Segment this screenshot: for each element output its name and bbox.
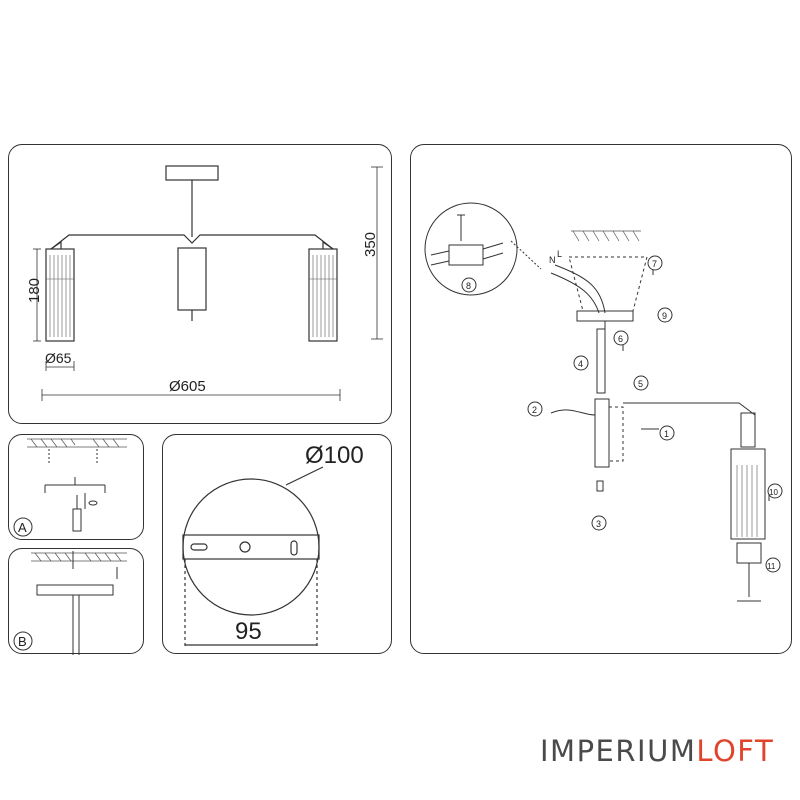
step-b-badge [13,631,33,651]
step-b-drawing: B [13,551,127,655]
step-a-label: A [18,520,27,535]
end-cap [596,480,604,492]
assembly-drawing: 8 N L 7 9 6 4 [424,202,783,602]
span-diameter-label: Ø605 [169,378,206,395]
brand-part1: IMPERIUM [540,734,697,768]
step-7-label: 7 [652,259,657,269]
brand-logo: IMPERIUMLOFT [540,734,774,768]
step-1-label: 1 [664,429,669,439]
height-total-label: 350 [362,232,379,257]
step-10-label: 10 [769,488,778,497]
wire-n [550,272,600,314]
left-shade [45,248,75,342]
plate-panel: Ø100 95 [162,434,392,654]
wire-n-label: N [549,255,556,265]
socket [740,412,756,448]
shade-ring [736,542,762,564]
assembly-panel: 8 N L 7 9 6 4 [410,144,792,654]
canopy-outline [568,256,648,312]
arm [623,402,756,416]
chandelier-dimensions-drawing: 350 180 Ø65 Ø605 [26,165,383,401]
height-shade-label: 180 [26,278,43,303]
center-body [594,398,610,468]
step-a-drawing: A [13,438,127,537]
step-b-panel: B [8,548,144,655]
brand-part2: LOFT [696,734,775,768]
canopy-plate [36,584,114,596]
step-9-label: 9 [662,311,667,321]
step-2-label: 2 [532,405,537,415]
hanging-rod [596,328,606,394]
terminal-block [448,244,484,266]
mounting-bracket [182,534,320,560]
step-5-label: 5 [638,379,643,389]
right-shade [308,248,338,342]
mounting-plate-drawing: Ø100 95 [182,442,364,649]
step-3-label: 3 [596,519,601,529]
wire-l [554,264,606,314]
step-a-panel: A [8,434,144,540]
arm-left-right [50,234,334,250]
step-8-label: 8 [466,281,471,291]
step-11-label: 11 [767,562,776,571]
plate-mount-label: 95 [235,618,262,645]
center-body [177,247,207,311]
step-4-label: 4 [578,359,583,369]
wiring-detail-circle [424,202,518,296]
dim-leader-100 [285,466,324,486]
step-b-label: B [18,634,27,649]
shade-diameter-label: Ø65 [45,350,72,366]
dimensions-panel: 350 180 Ø65 Ø605 [8,144,392,424]
plate-diameter-label: Ø100 [305,442,364,469]
wire-l-label: L [557,249,562,259]
canopy-plate [165,165,219,181]
step-a-badge [13,517,33,537]
ceiling-plate-circle [182,478,320,616]
shade [730,448,766,540]
screwdriver-icon [72,508,82,532]
step-6-label: 6 [618,334,623,344]
